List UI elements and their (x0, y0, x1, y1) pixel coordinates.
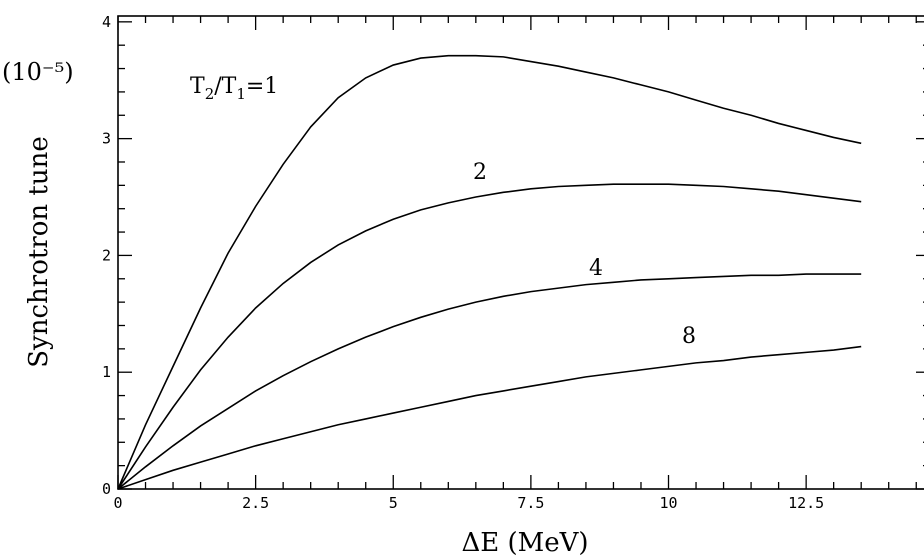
series-label-ratio-1: T2/T1=1 (190, 74, 278, 103)
plot-frame (117, 15, 924, 490)
x-axis-title: ΔE (MeV) (461, 528, 588, 558)
x-tick-label: 0 (113, 494, 122, 512)
x-tick-label: 10 (659, 494, 677, 512)
series-label-ratio-8: 8 (682, 324, 696, 349)
y-tick-label: 3 (102, 130, 111, 148)
series-line-ratio-4 (117, 273, 862, 490)
series-label-ratio-4: 4 (589, 256, 603, 281)
data-series (117, 54, 862, 490)
axis-ticks (117, 16, 924, 490)
x-tick-label: 7.5 (517, 494, 544, 512)
axis-tick-labels: 0 2.5 5 7.5 10 12.5 0 1 2 3 4 (102, 13, 824, 512)
y-tick-label: 2 (102, 246, 111, 264)
series-label-ratio-2: 2 (473, 160, 487, 185)
series-line-ratio-2 (117, 183, 862, 490)
y-axis-title: Synchrotron tune (24, 136, 54, 368)
y-tick-label: 1 (102, 363, 111, 381)
y-unit-label: (10⁻⁵) (2, 58, 74, 86)
x-tick-label: 2.5 (242, 494, 269, 512)
series-line-ratio-8 (117, 345, 862, 490)
y-tick-label: 4 (102, 13, 111, 31)
x-tick-label: 12.5 (788, 494, 824, 512)
series-line-ratio-1 (117, 54, 862, 490)
y-tick-label: 0 (102, 480, 111, 498)
x-tick-label: 5 (389, 494, 398, 512)
